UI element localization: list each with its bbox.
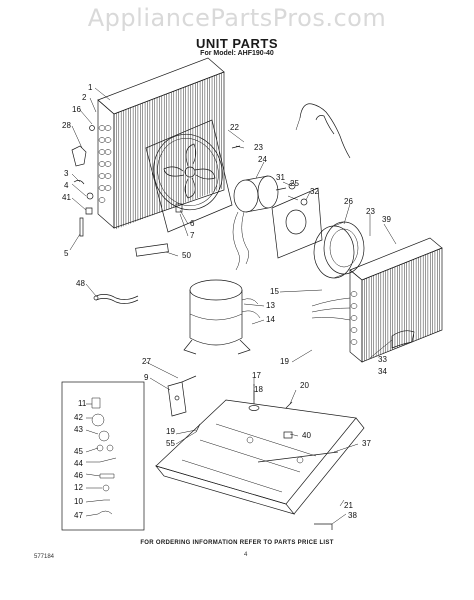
callout-3: 3 <box>64 169 69 178</box>
callout-19-right: 19 <box>280 357 289 366</box>
fan-motor <box>232 175 287 271</box>
page-code: 577184 <box>34 554 55 560</box>
callout-44: 44 <box>74 459 83 468</box>
callout-23-right: 23 <box>366 207 375 216</box>
callout-14: 14 <box>266 315 275 324</box>
control-bracket <box>391 330 415 349</box>
fan-shroud <box>145 119 233 233</box>
callout-31: 31 <box>276 173 285 182</box>
blower-wheel <box>313 221 365 279</box>
fan-blade <box>163 143 216 199</box>
evaporator-tube-loops <box>311 291 358 345</box>
callout-6: 6 <box>190 219 195 228</box>
wire-harness-parts <box>93 243 169 304</box>
callout-labels: 1 2 16 28 3 4 41 5 22 23 24 31 25 32 26 … <box>62 83 391 520</box>
mounting-bracket <box>167 375 197 417</box>
condenser-coil <box>97 57 225 230</box>
callout-17: 17 <box>252 371 261 380</box>
callout-2: 2 <box>82 93 87 102</box>
callout-37: 37 <box>362 439 371 448</box>
callout-55: 55 <box>166 439 175 448</box>
callout-32: 32 <box>310 187 319 196</box>
callout-24: 24 <box>258 155 267 164</box>
watermark: AppliancePartsPros.com <box>87 4 387 32</box>
callout-5: 5 <box>64 249 69 258</box>
callout-19-left: 19 <box>166 427 175 436</box>
model-subtitle: For Model: AHF190-40 <box>200 50 274 57</box>
callout-46: 46 <box>74 471 83 480</box>
callout-13: 13 <box>266 301 275 310</box>
evaporator-coil <box>349 237 443 363</box>
callout-15: 15 <box>270 287 279 296</box>
callout-34: 34 <box>378 367 387 376</box>
callout-48: 48 <box>76 279 85 288</box>
callout-11: 11 <box>78 399 87 408</box>
callout-25: 25 <box>290 179 299 188</box>
page-title: UNIT PARTS <box>195 36 279 51</box>
callout-41: 41 <box>62 193 71 202</box>
leader-lines <box>69 87 397 525</box>
callout-18: 18 <box>254 385 263 394</box>
callout-1: 1 <box>88 83 93 92</box>
callout-16: 16 <box>72 105 81 114</box>
callout-7: 7 <box>190 231 195 240</box>
compressor <box>183 279 261 355</box>
callout-26: 26 <box>344 197 353 206</box>
callout-38: 38 <box>348 511 357 520</box>
callout-42: 42 <box>74 413 83 422</box>
fan-hardware <box>175 145 241 213</box>
callout-12: 12 <box>74 483 83 492</box>
callout-33: 33 <box>378 355 387 364</box>
base-pan <box>155 399 365 515</box>
callout-47: 47 <box>74 511 83 520</box>
callout-45: 45 <box>74 447 83 456</box>
callout-9: 9 <box>144 373 149 382</box>
callout-23-upper: 23 <box>254 143 263 152</box>
callout-50: 50 <box>182 251 191 260</box>
callout-43: 43 <box>74 425 83 434</box>
capillary-tube <box>295 103 351 159</box>
callout-27: 27 <box>142 357 151 366</box>
callout-20: 20 <box>300 381 309 390</box>
hardware-inset <box>61 381 145 531</box>
callout-28: 28 <box>62 121 71 130</box>
page-number: 4 <box>244 552 248 558</box>
base-hardware <box>195 384 333 530</box>
ordering-note: FOR ORDERING INFORMATION REFER TO PARTS … <box>140 540 334 546</box>
callout-21: 21 <box>344 501 353 510</box>
callout-39: 39 <box>382 215 391 224</box>
callout-22: 22 <box>230 123 239 132</box>
blower-mount-plate <box>271 182 323 259</box>
callout-4: 4 <box>64 181 69 190</box>
callout-10: 10 <box>74 497 83 506</box>
callout-40: 40 <box>302 431 311 440</box>
left-bracket-parts <box>71 125 95 237</box>
coil-tube-loops <box>98 125 112 203</box>
